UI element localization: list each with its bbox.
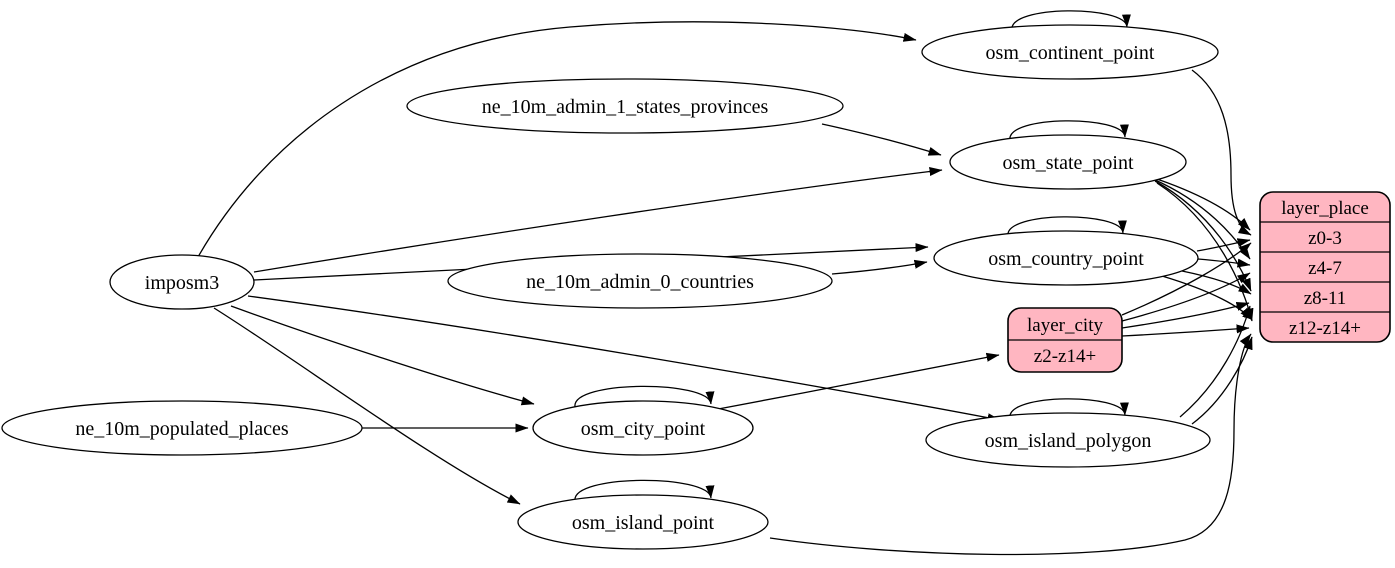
node-osm_country_point-label: osm_country_point: [988, 248, 1144, 270]
node-osm_city_point-label: osm_city_point: [581, 418, 706, 440]
edge-imposm3-to-osm_island_point: [213, 307, 521, 505]
edge-osm_state_point-to-layer_place-z0-3: [1150, 176, 1251, 231]
edge-ne_10m_admin_0_countries-to-osm_country_point: [831, 259, 928, 275]
edge-osm_city_point-self-loop: [574, 385, 715, 408]
edge-layer_city-to-layer_place-z4-7: [1121, 272, 1251, 322]
node-layer_place: layer_place z0-3 z4-7 z8-11 z12-z14+: [1259, 191, 1391, 343]
edge-osm_island_polygon-self-loop: [1009, 398, 1129, 419]
node-ne_10m_populated_places: ne_10m_populated_places: [1, 400, 363, 456]
edge-osm_continent_point-to-layer_place-z0-3: [1191, 69, 1252, 236]
node-layer_city-row-z2-z14: z2-z14+: [1034, 346, 1096, 367]
node-imposm3: imposm3: [109, 254, 255, 310]
node-layer_city: layer_city z2-z14+: [1007, 307, 1123, 373]
node-layer_place-row-z8-11: z8-11: [1304, 288, 1347, 309]
edge-layer_city-to-layer_place-z0-3: [1121, 242, 1252, 316]
edge-osm_island_point-self-loop: [574, 479, 715, 502]
edge-osm_country_point-self-loop: [1007, 216, 1127, 237]
node-layer_place-title: layer_place: [1281, 198, 1369, 219]
node-osm_state_point-label: osm_state_point: [1002, 152, 1134, 174]
node-layer_city-title: layer_city: [1027, 315, 1103, 336]
node-layer_place-row-z0-3: z0-3: [1308, 228, 1342, 249]
edge-osm_island_point-to-layer_place-z12-z14: [769, 333, 1252, 556]
node-ne_10m_admin_0_countries: ne_10m_admin_0_countries: [447, 253, 833, 309]
node-osm_island_polygon-label: osm_island_polygon: [985, 430, 1152, 452]
edge-osm_state_point-self-loop: [1009, 120, 1129, 141]
node-ne_10m_admin_0_countries-label: ne_10m_admin_0_countries: [526, 271, 754, 293]
edge-osm_island_polygon-to-layer_place-z8-11: [1179, 305, 1251, 418]
edge-ne_10m_admin_1_states_provinces-to-osm_state_point: [821, 123, 942, 156]
edge-layer_city-to-layer_place-z8-11: [1121, 302, 1250, 329]
edge-osm_country_point-to-layer_place-z8-11: [1181, 270, 1252, 295]
edge-imposm3-to-osm_continent_point: [197, 21, 917, 258]
node-osm_country_point: osm_country_point: [933, 230, 1199, 286]
node-ne_10m_admin_1_states_provinces: ne_10m_admin_1_states_provinces: [406, 78, 844, 134]
node-layer_place-row-z12-z14: z12-z14+: [1289, 318, 1361, 339]
node-layer_place-row-z4-7: z4-7: [1308, 258, 1342, 279]
edge-osm_country_point-to-layer_place-z4-7: [1197, 258, 1251, 268]
node-osm_state_point: osm_state_point: [949, 134, 1187, 190]
edge-layer_city-to-layer_place-z12-z14: [1121, 324, 1250, 337]
node-imposm3-label: imposm3: [145, 272, 219, 294]
node-osm_continent_point-label: osm_continent_point: [986, 42, 1155, 64]
edge-osm_city_point-to-layer_city-z2-z14: [712, 352, 1000, 411]
edge-osm_country_point-to-layer_place-z0-3: [1196, 238, 1251, 252]
node-ne_10m_admin_1_states_provinces-label: ne_10m_admin_1_states_provinces: [482, 96, 769, 118]
edges: [197, 10, 1254, 556]
node-osm_island_point-label: osm_island_point: [572, 512, 715, 534]
node-osm_island_point: osm_island_point: [517, 494, 769, 550]
edge-osm_continent_point-self-loop: [1011, 10, 1131, 31]
node-osm_continent_point: osm_continent_point: [921, 24, 1219, 80]
node-ne_10m_populated_places-label: ne_10m_populated_places: [75, 418, 288, 440]
edge-imposm3-to-osm_island_polygon: [247, 295, 1001, 423]
edge-imposm3-to-osm_state_point: [253, 167, 943, 273]
edge-imposm3-to-osm_city_point: [230, 305, 535, 406]
node-osm_city_point: osm_city_point: [532, 400, 754, 456]
node-osm_island_polygon: osm_island_polygon: [925, 412, 1211, 468]
